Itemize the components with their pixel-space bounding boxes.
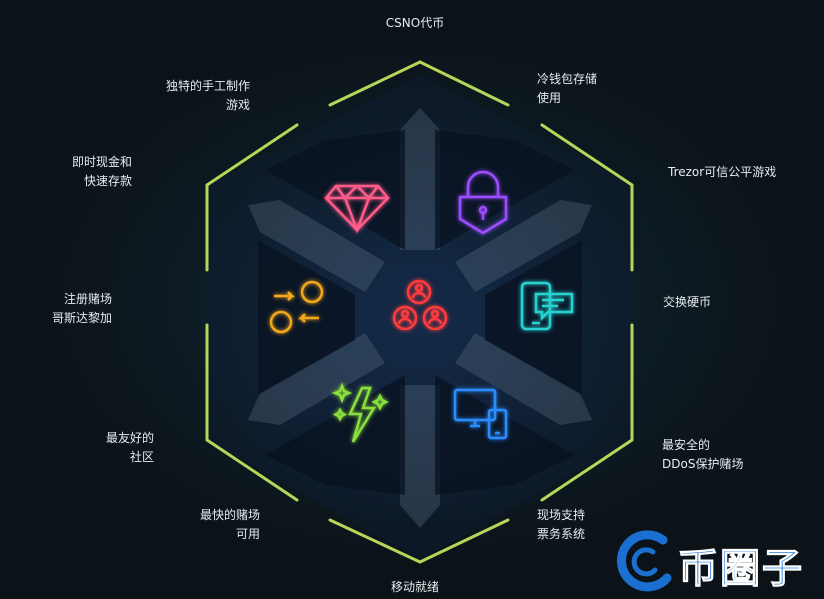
feature-csno-token: CSNO代币 <box>380 14 450 33</box>
chat-phone-icon <box>520 281 574 331</box>
feature-label-line: 社区 <box>129 450 154 464</box>
feature-registered-costa-rica: 注册赌场 哥斯达黎加 <box>40 290 112 328</box>
exchange-coins-icon <box>269 280 324 334</box>
feature-label: Trezor可信公平游戏 <box>668 165 777 179</box>
diamond-icon <box>324 184 390 234</box>
feature-label-line: 最友好的 <box>105 431 154 445</box>
feature-ddos-protection: 最安全的 DDoS保护赌场 <box>662 436 743 474</box>
feature-label-line: 注册赌场 <box>63 292 112 306</box>
watermark-text: 币圈子 <box>678 546 804 593</box>
feature-label: CSNO代币 <box>385 16 445 30</box>
devices-icon <box>453 388 508 440</box>
feature-label-line: 使用 <box>537 91 562 105</box>
feature-label: 交换硬币 <box>663 295 712 309</box>
feature-friendly-community: 最友好的 社区 <box>84 429 154 467</box>
feature-label-line: 可用 <box>235 527 260 541</box>
feature-label-line: 最安全的 <box>662 438 711 452</box>
feature-label-line: 票务系统 <box>537 527 586 541</box>
feature-label-line: 哥斯达黎加 <box>51 311 112 325</box>
feature-label-line: 即时现金和 <box>71 155 132 169</box>
feature-live-support: 现场支持 票务系统 <box>537 506 585 544</box>
feature-mobile-ready: 移动就绪 <box>380 578 450 597</box>
feature-exchange-coins: 交换硬币 <box>663 293 711 312</box>
watermark-logo-icon <box>616 530 672 592</box>
inner-panels <box>207 75 632 560</box>
lock-icon <box>458 170 508 235</box>
feature-label-line: 冷钱包存储 <box>537 72 598 86</box>
feature-label-line: DDoS保护赌场 <box>662 457 744 471</box>
hexagon-outline <box>205 60 634 564</box>
feature-label-line: 独特的手工制作 <box>165 79 250 93</box>
feature-label-line: 游戏 <box>225 98 250 112</box>
community-network-icon <box>392 279 448 331</box>
feature-trezor-fair: Trezor可信公平游戏 <box>668 163 776 182</box>
feature-label-line: 现场支持 <box>537 508 586 522</box>
feature-label: 移动就绪 <box>390 580 439 594</box>
lightning-sparkle-icon <box>331 382 389 443</box>
feature-handmade-games: 独特的手工制作 游戏 <box>140 77 250 115</box>
feature-label-line: 最快的赌场 <box>199 508 260 522</box>
feature-instant-cash: 即时现金和 快速存款 <box>52 153 132 191</box>
feature-label-line: 快速存款 <box>83 174 132 188</box>
feature-cold-wallet: 冷钱包存储 使用 <box>537 70 597 108</box>
feature-fastest-casino: 最快的赌场 可用 <box>180 506 260 544</box>
